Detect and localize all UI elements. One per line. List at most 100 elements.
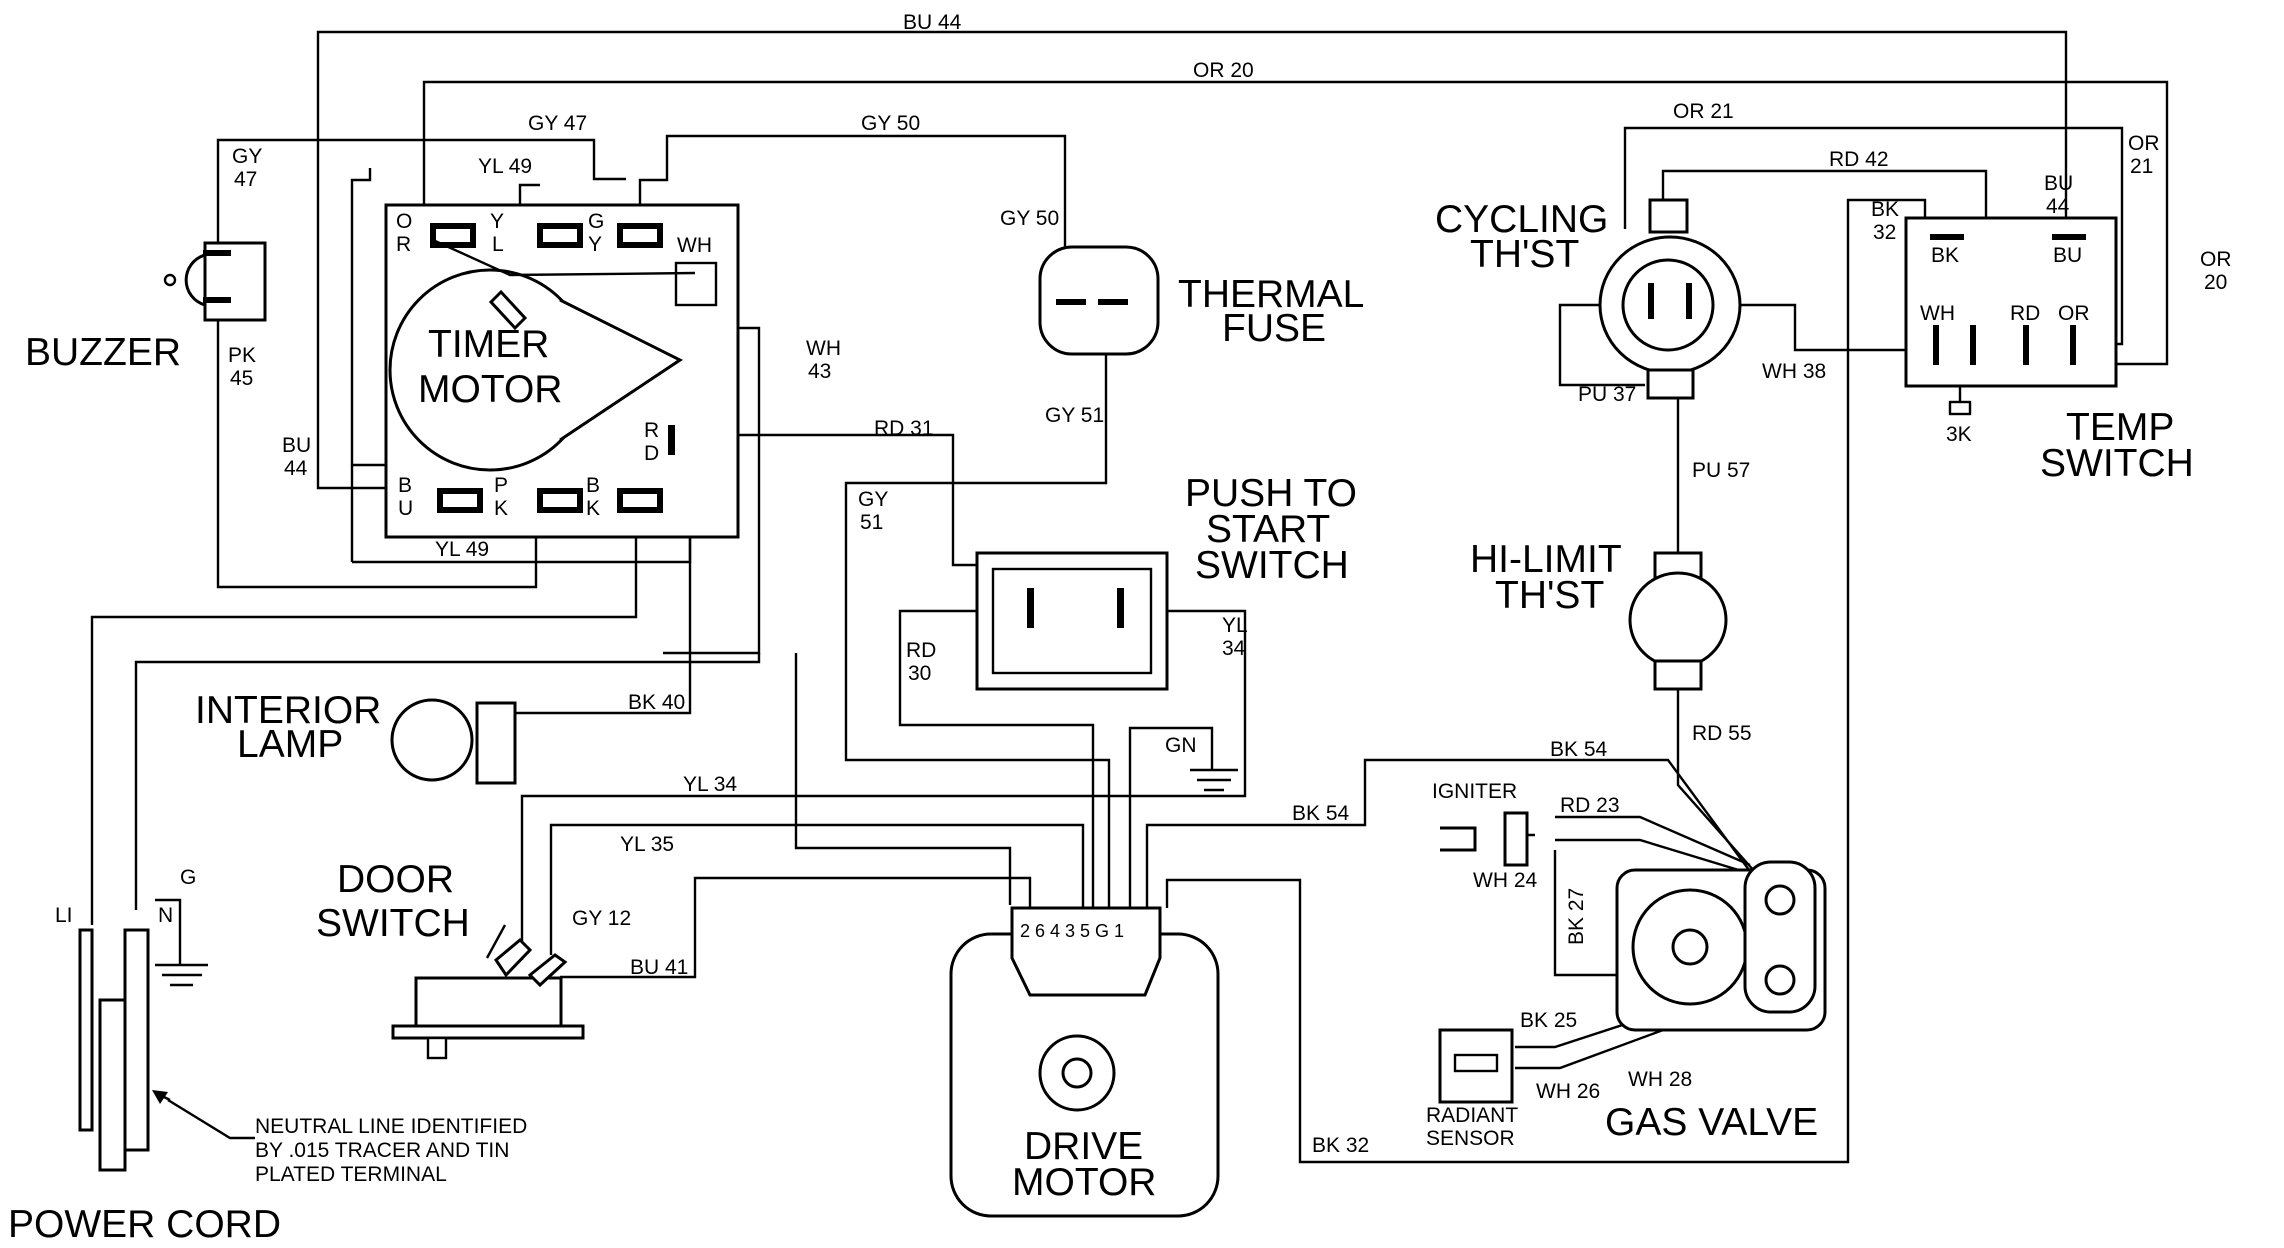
door-switch-label-2: SWITCH (316, 902, 470, 945)
term-timer-or-1: O (396, 210, 412, 233)
wire-labels: BU 44 OR 20 GY 47 GY 50 OR 21 RD 42 GY 4… (55, 11, 2232, 1157)
wire-bk40: BK 40 (628, 691, 685, 714)
push-start-label-2: START (1206, 508, 1330, 551)
wire-45: 45 (230, 367, 253, 390)
interior-lamp-label-2: LAMP (237, 723, 343, 766)
term-timer-gy-2: Y (588, 233, 602, 256)
wire-bk54-right: BK 54 (1550, 738, 1608, 761)
timer-motor-label-2: MOTOR (418, 368, 562, 411)
component-labels: BUZZER TIMER MOTOR THERMAL FUSE PUSH TO … (8, 198, 2194, 1246)
ground-symbol-gn (1190, 760, 1238, 792)
wire-rd: RD (906, 639, 936, 662)
cord-g: G (180, 866, 196, 889)
wire-51: 51 (860, 511, 883, 534)
term-temp-bu: BU (2053, 244, 2082, 267)
term-timer-bu-1: B (398, 474, 412, 497)
neutral-note: NEUTRAL LINE IDENTIFIED BY .015 TRACER A… (255, 1115, 527, 1186)
wire-bk27: BK 27 (1565, 888, 1588, 945)
neutral-note-line-3: PLATED TERMINAL (255, 1163, 447, 1186)
igniter-label: IGNITER (1432, 780, 1517, 803)
wire-yl35: YL 35 (620, 833, 674, 856)
thermal-fuse-label-2: FUSE (1222, 307, 1326, 350)
wire-gy51: GY 51 (1045, 404, 1104, 427)
term-timer-yl-1: Y (490, 210, 504, 233)
hilimit-label-2: TH'ST (1495, 574, 1604, 617)
push-start-label-1: PUSH TO (1185, 472, 1357, 515)
timer-motor-label-1: TIMER (428, 323, 549, 366)
wire-bk54-left: BK 54 (1292, 802, 1350, 825)
wire-or-21: OR (2128, 132, 2160, 155)
wire-gn: GN (1165, 734, 1197, 757)
drive-motor-pins: 2 6 4 3 5 G 1 (1020, 921, 1124, 941)
wire-gy50: GY 50 (861, 112, 920, 135)
wire-bu41: BU 41 (630, 956, 688, 979)
temp-switch-label-2: SWITCH (2040, 442, 2194, 485)
wire-wh28: WH 28 (1628, 1068, 1692, 1091)
buzzer-label: BUZZER (25, 331, 181, 374)
thermal-fuse-label-1: THERMAL (1178, 273, 1364, 316)
term-temp-bk: BK (1931, 244, 1959, 267)
wire-gy12: GY 12 (572, 907, 631, 930)
cycling-thermostat (1598, 198, 1742, 400)
wire-or21: OR 21 (1673, 100, 1734, 123)
wire-bk25: BK 25 (1520, 1009, 1577, 1032)
thermal-fuse (1038, 245, 1160, 356)
wire-44-left: 44 (284, 457, 308, 480)
wire-3k: 3K (1946, 423, 1972, 446)
term-timer-bu-2: U (398, 497, 413, 520)
radiant-sensor-label-1: RADIANT (1426, 1104, 1518, 1127)
term-temp-or: OR (2058, 302, 2090, 325)
wire-yl: YL (1222, 614, 1248, 637)
door-switch-label-1: DOOR (337, 858, 454, 901)
push-to-start-switch (975, 551, 1169, 691)
hilimit-label-1: HI-LIMIT (1470, 538, 1622, 581)
gas-valve (1615, 860, 1827, 1032)
drive-motor-label-1: DRIVE (1024, 1125, 1143, 1168)
term-timer-pk-1: P (494, 474, 508, 497)
wire-30: 30 (908, 662, 931, 685)
wire-44-temp: 44 (2046, 195, 2070, 218)
wire-bk-temp: BK (1871, 198, 1899, 221)
term-timer-bk-2: K (586, 497, 600, 520)
wire-gy47: GY 47 (528, 112, 587, 135)
push-start-label-3: SWITCH (1195, 544, 1349, 587)
hi-limit-thermostat (1628, 551, 1728, 691)
wire-yl49-bottom: YL 49 (435, 538, 489, 561)
term-timer-or-2: R (396, 233, 411, 256)
term-timer-rd-2: D (644, 442, 659, 465)
ground-symbol-cord (155, 953, 208, 987)
cord-li: LI (55, 904, 73, 927)
neutral-note-line-2: BY .015 TRACER AND TIN (255, 1139, 509, 1162)
wire-wh24: WH 24 (1473, 869, 1538, 892)
wire-gy-buzzer: GY (232, 145, 262, 168)
wire-bu-left: BU (282, 434, 311, 457)
radiant-sensor-label-2: SENSOR (1426, 1127, 1515, 1150)
term-temp-wh: WH (1920, 302, 1955, 325)
temp-switch-label-1: TEMP (2066, 406, 2174, 449)
term-timer-rd-1: R (644, 419, 659, 442)
interior-lamp-label-1: INTERIOR (195, 689, 381, 732)
power-cord-label: POWER CORD (8, 1203, 281, 1246)
wire-or20: OR 20 (1193, 59, 1254, 82)
terminal-labels: O R Y L G Y WH R D B U P K B K BK BU WH … (396, 210, 2090, 520)
timer-motor (384, 203, 740, 539)
term-timer-yl-2: L (492, 233, 504, 256)
wire-rd23: RD 23 (1560, 794, 1620, 817)
wire-pu37: PU 37 (1578, 383, 1636, 406)
wire-rd31: RD 31 (874, 417, 934, 440)
wire-pu57: PU 57 (1692, 459, 1750, 482)
buzzer (163, 241, 267, 322)
power-cord (78, 928, 255, 1172)
term-timer-pk-2: K (494, 497, 508, 520)
wire-pk: PK (228, 344, 256, 367)
wire-wh38: WH 38 (1762, 360, 1826, 383)
temp-switch (1904, 216, 2118, 416)
wire-yl34: YL 34 (683, 773, 737, 796)
term-temp-rd: RD (2010, 302, 2040, 325)
gas-valve-label: GAS VALVE (1605, 1101, 1818, 1144)
wire-rd55: RD 55 (1692, 722, 1752, 745)
wire-bu-temp: BU (2044, 172, 2073, 195)
wire-bu44: BU 44 (903, 11, 962, 34)
cord-n: N (158, 904, 173, 927)
